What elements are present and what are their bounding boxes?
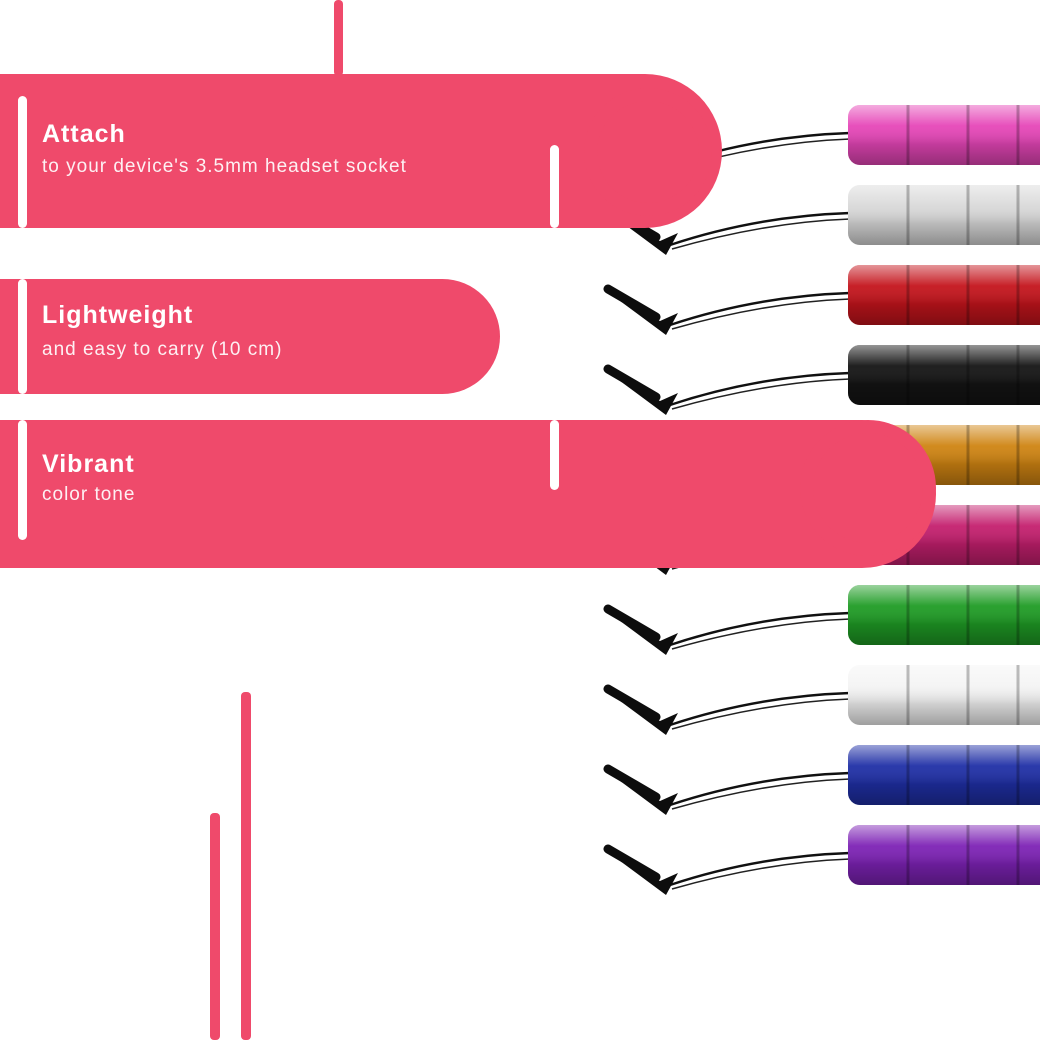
divider-line [18, 279, 27, 394]
feature-subtitle: to your device's 3.5mm headset socket [42, 156, 407, 177]
stylus-black [603, 345, 1040, 415]
stylus-white [603, 665, 1040, 735]
feature-banner-vibrant: Vibrant color tone [0, 420, 936, 568]
feature-title: Attach [42, 120, 126, 148]
feature-banner-lightweight: Lightweight and easy to carry (10 cm) [0, 279, 500, 394]
feature-title: Vibrant [42, 450, 135, 478]
divider-line [550, 145, 559, 228]
feature-subtitle: and easy to carry (10 cm) [42, 339, 283, 360]
stylus-purple [603, 825, 1040, 895]
zoom-circle-vibrant [800, 420, 936, 556]
divider-line [18, 420, 27, 540]
divider-line [18, 96, 27, 228]
accent-line-top [334, 0, 343, 76]
stylus-red [603, 265, 1040, 335]
stylus-product-image [603, 105, 1040, 895]
stylus-blue [603, 745, 1040, 815]
divider-line [550, 420, 559, 490]
accent-line-bottom-long [241, 692, 251, 1040]
stylus-green [603, 585, 1040, 655]
feature-subtitle: color tone [42, 484, 136, 505]
zoom-circle-attach [584, 88, 712, 216]
feature-title: Lightweight [42, 301, 194, 329]
accent-line-bottom-short [210, 813, 220, 1040]
